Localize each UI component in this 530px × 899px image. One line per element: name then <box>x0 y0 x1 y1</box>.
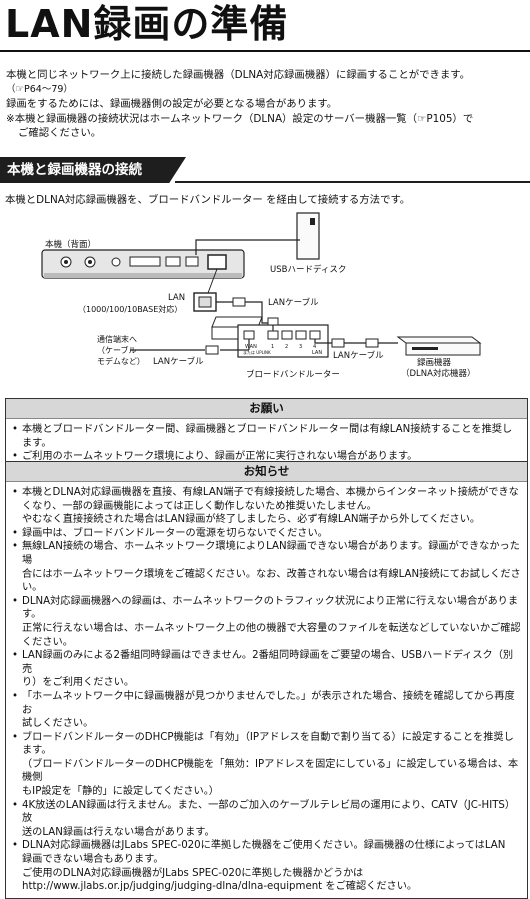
recorder-label: 録画機器 <box>417 357 452 368</box>
unit-back-panel-icon <box>41 249 245 279</box>
comm-terminal-label: （ケーブル <box>97 345 137 355</box>
info-title: お知らせ <box>6 462 527 482</box>
info-list: 本機とDLNA対応録画機器を直接、有線LAN端子で有線接続した場合、本機からイン… <box>6 482 527 898</box>
request-box: お願い 本機とブロードバンドルーター間、録画機器とブロードバンドルーター間は有線… <box>5 398 528 469</box>
lan-cable-label: LANケーブル <box>153 356 204 367</box>
list-item: 録画中は、ブロードバンドルーターの電源を切らないでください。 <box>12 527 521 541</box>
router-port-label: 4 <box>313 344 316 350</box>
lan-label: LAN <box>168 293 185 303</box>
usb-hdd-icon <box>296 212 320 260</box>
lan-cable-label: LANケーブル <box>268 297 319 308</box>
request-list: 本機とブロードバンドルーター間、録画機器とブロードバンドルーター間は有線LAN接… <box>6 419 527 468</box>
recorder-icon <box>396 336 482 356</box>
intro-text: 本機と同じネットワーク上に接続した録画機器（DLNA対応録画機器）に録画すること… <box>6 68 526 141</box>
lan-cable-label: LANケーブル <box>333 350 384 361</box>
list-item: DLNA対応録画機器への録画は、ホームネットワークのトラフィック状況により正常に… <box>12 595 521 649</box>
usb-hdd-label: USBハードディスク <box>270 264 346 275</box>
list-item: 本機とDLNA対応録画機器を直接、有線LAN端子で有線接続した場合、本機からイン… <box>12 486 521 527</box>
intro-note-cont: ご確認ください。 <box>18 127 102 139</box>
list-item: 本機とブロードバンドルーター間、録画機器とブロードバンドルーター間は有線LAN接… <box>12 423 521 450</box>
section-rule <box>175 181 530 183</box>
info-box: お知らせ 本機とDLNA対応録画機器を直接、有線LAN端子で有線接続した場合、本… <box>5 461 528 899</box>
unit-label: 本機（背面） <box>45 239 96 250</box>
list-item: DLNA対応録画機器はJLabs SPEC-020に準拠した機器をご使用ください… <box>12 839 521 893</box>
title-divider <box>0 50 530 52</box>
router-label: ブロードバンドルーター <box>246 369 340 380</box>
section-title: 本機と録画機器の接続 <box>7 162 142 178</box>
section-lead: 本機とDLNA対応録画機器を、ブロードバンドルーター を経由して接続する方法です… <box>5 194 411 206</box>
intro-line: 本機と同じネットワーク上に接続した録画機器（DLNA対応録画機器）に録画すること… <box>6 69 471 81</box>
intro-note: ※本機と録画機器の接続状況はホームネットワーク（DLNA）設定のサーバー機器一覧… <box>6 112 474 125</box>
intro-line: 録画をするためには、録画機器側の設定が必要となる場合があります。 <box>6 98 338 110</box>
router-lan-label: LAN <box>312 350 322 356</box>
section-header: 本機と録画機器の接続 <box>0 157 530 183</box>
page-title: LAN録画の準備 <box>5 2 289 46</box>
list-item: ブロードバンドルーターのDHCP機能は「有効」（IPアドレスを自動で割り当てる）… <box>12 731 521 799</box>
lan-spec-label: （1000/100/10BASE対応） <box>78 304 182 314</box>
router-port-label: WAN <box>245 344 257 350</box>
comm-terminal-label: モデムなど） <box>97 356 145 366</box>
page-reference: （☞P64～79） <box>6 83 73 95</box>
list-item: LAN録画のみによる2番組同時録画はできません。2番組同時録画をご要望の場合、U… <box>12 649 521 690</box>
lan-port-icon <box>193 292 217 312</box>
router-port-label: 2 <box>285 344 288 350</box>
router-port-label: 3 <box>299 344 302 350</box>
router-wan-sub: または UPLINK <box>243 349 271 355</box>
router-port-label: 1 <box>271 344 274 350</box>
comm-terminal-label: 通信端末へ <box>97 334 137 344</box>
recorder-label: （DLNA対応機器） <box>401 368 475 379</box>
router-icon <box>211 316 329 358</box>
dlna-equipment-link[interactable]: http://www.jlabs.or.jp/judging/judging-d… <box>22 881 418 893</box>
list-item: ご利用のホームネットワーク環境により、録画が正常に実行されない場合があります。 <box>12 450 521 464</box>
request-title: お願い <box>6 399 527 419</box>
list-item: 「ホームネットワーク中に録画機器が見つかりませんでした。」が表示された場合、接続… <box>12 690 521 731</box>
list-item: 無線LAN接続の場合、ホームネットワーク環境によりLAN録画できない場合がありま… <box>12 540 521 594</box>
connection-diagram: 本機（背面） USBハードディスク LAN （1000/100/10BASE対応… <box>41 212 482 380</box>
